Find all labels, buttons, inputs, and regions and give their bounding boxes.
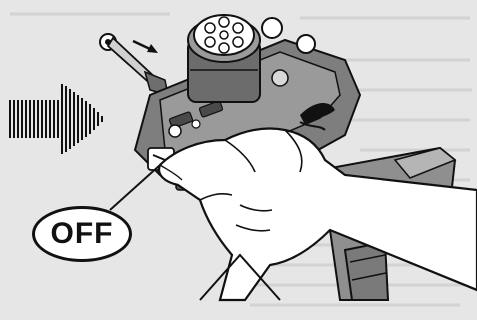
callout-leader-line <box>110 165 160 210</box>
direction-arrow-icon <box>10 84 102 154</box>
off-label-text: OFF <box>51 217 114 251</box>
pin-removal-arrow-icon <box>133 41 158 53</box>
locking-pin <box>100 34 168 95</box>
off-callout: OFF <box>32 206 132 262</box>
turret <box>188 15 260 102</box>
